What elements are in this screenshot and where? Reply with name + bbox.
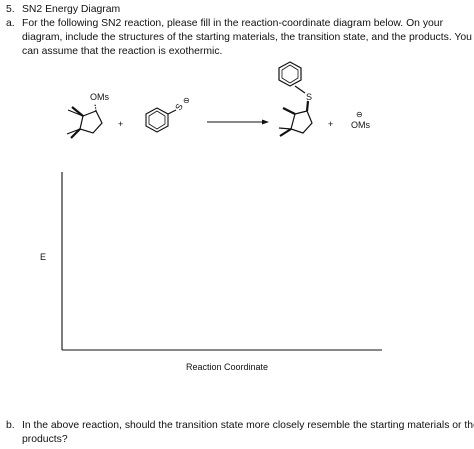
negative-charge: ⊖ (183, 96, 190, 105)
reaction-arrow (207, 119, 269, 125)
product-sulfur-atom: S (306, 92, 312, 102)
product-structure (278, 61, 313, 137)
mesylate-label: OMs (351, 120, 370, 130)
leaving-group-label: OMs (90, 92, 109, 102)
part-a-label: a. (6, 18, 15, 29)
plus-sign-2: + (328, 119, 333, 129)
cyclopentane-ring (79, 110, 103, 134)
part-a-line-3: can assume that the reaction is exotherm… (22, 46, 223, 57)
part-b-label: b. (6, 420, 15, 431)
question-number: 5. (6, 4, 15, 15)
mesylate-charge: ⊖ (356, 110, 363, 119)
diagram-axes (61, 172, 382, 351)
x-axis-label: Reaction Coordinate (186, 362, 268, 372)
starting-material-structure (66, 103, 103, 139)
wedge-bond (71, 106, 84, 117)
part-b-line-1: In the above reaction, should the transi… (22, 420, 474, 431)
part-a-line-2: diagram, include the structures of the s… (22, 32, 472, 43)
y-axis-label: E (40, 252, 46, 262)
question-title: SN2 Energy Diagram (22, 4, 121, 15)
wedge-bond (70, 128, 81, 139)
hashed-bond (94, 103, 97, 112)
benzene-ring (145, 107, 177, 133)
part-a-line-1: For the following SN2 reaction, please f… (22, 18, 444, 29)
part-b-line-2: products? (22, 434, 68, 445)
sulfur-atom: S (173, 102, 185, 112)
plus-sign-1: + (118, 119, 123, 129)
